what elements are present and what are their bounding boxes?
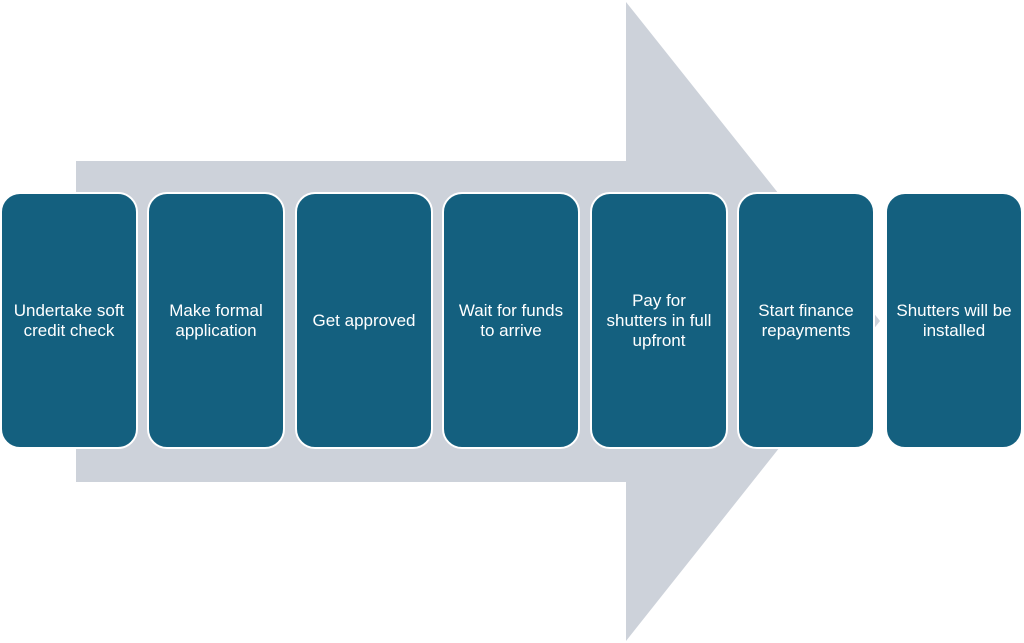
step-get-approved: Get approved: [295, 192, 433, 449]
step-label: Pay for shutters in full upfront: [606, 290, 712, 350]
step-start-finance-repayments: Start finance repayments: [737, 192, 875, 449]
step-label: Undertake soft credit check: [13, 300, 125, 340]
step-undertake-soft-credit-check: Undertake soft credit check: [0, 192, 138, 449]
step-label: Make formal application: [169, 300, 263, 340]
step-label: Shutters will be installed: [896, 300, 1012, 340]
step-label: Start finance repayments: [758, 300, 854, 340]
step-wait-for-funds: Wait for funds to arrive: [442, 192, 580, 449]
step-shutters-installed: Shutters will be installed: [885, 192, 1023, 449]
step-label: Wait for funds to arrive: [458, 300, 564, 340]
step-pay-upfront: Pay for shutters in full upfront: [590, 192, 728, 449]
step-make-formal-application: Make formal application: [147, 192, 285, 449]
step-label: Get approved: [312, 310, 416, 330]
